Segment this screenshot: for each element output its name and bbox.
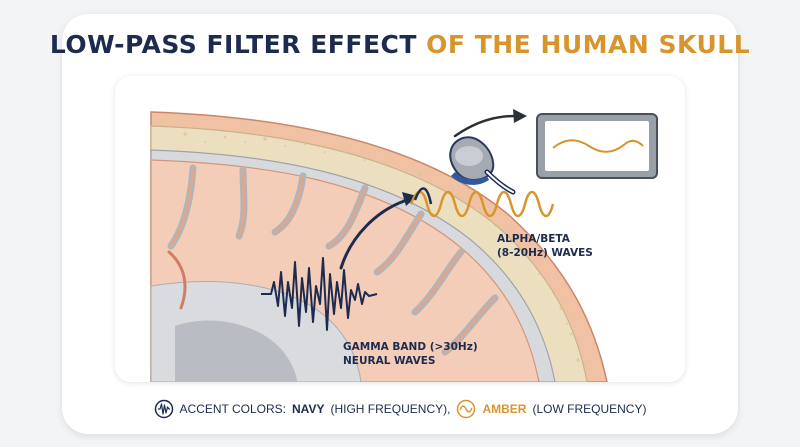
legend-navy-word: NAVY — [292, 402, 325, 416]
page-title: LOW-PASS FILTER EFFECT OF THE HUMAN SKUL… — [0, 30, 800, 59]
skull-texture — [183, 132, 580, 362]
illustration-panel: ALPHA/BETA (8-20Hz) WAVES GAMMA BAND (>3… — [115, 76, 685, 382]
sulcus-vessel — [167, 250, 187, 310]
title-part-amber: OF THE HUMAN SKULL — [426, 30, 751, 59]
gamma-arrow — [339, 198, 409, 270]
legend-amber-desc: (LOW FREQUENCY) — [532, 402, 647, 416]
gyri-outline — [169, 166, 497, 354]
eeg-electrode-icon — [449, 136, 516, 195]
gamma-wave-signal — [261, 257, 378, 331]
alpha-beta-label: ALPHA/BETA (8-20Hz) WAVES — [497, 232, 593, 260]
head-cross-section — [115, 76, 685, 382]
output-arrow — [453, 114, 517, 138]
alpha-label-line1: ALPHA/BETA — [497, 233, 570, 245]
gamma-arrow-head — [402, 192, 417, 206]
title-part-navy: LOW-PASS FILTER EFFECT — [49, 30, 417, 59]
output-arrow-head — [513, 109, 527, 123]
legend-amber-word: AMBER — [482, 402, 527, 416]
ventricle — [175, 320, 297, 382]
high-frequency-wave-icon — [154, 399, 173, 419]
low-frequency-wave-icon — [457, 399, 476, 419]
monitor-waveform — [552, 139, 644, 153]
legend-navy-desc: (HIGH FREQUENCY), — [330, 402, 451, 416]
wave-transition — [413, 187, 433, 205]
gamma-label-line1: GAMMA BAND (>30Hz) — [343, 341, 478, 353]
monitor-icon — [536, 113, 658, 179]
gamma-label-line2: NEURAL WAVES — [343, 355, 436, 367]
alpha-label-line2: (8-20Hz) WAVES — [497, 247, 593, 259]
color-legend: ACCENT COLORS: NAVY (HIGH FREQUENCY), AM… — [0, 398, 800, 420]
legend-prefix: ACCENT COLORS: — [179, 402, 286, 416]
gamma-label: GAMMA BAND (>30Hz) NEURAL WAVES — [343, 340, 478, 368]
alpha-wave-signal — [409, 190, 555, 218]
